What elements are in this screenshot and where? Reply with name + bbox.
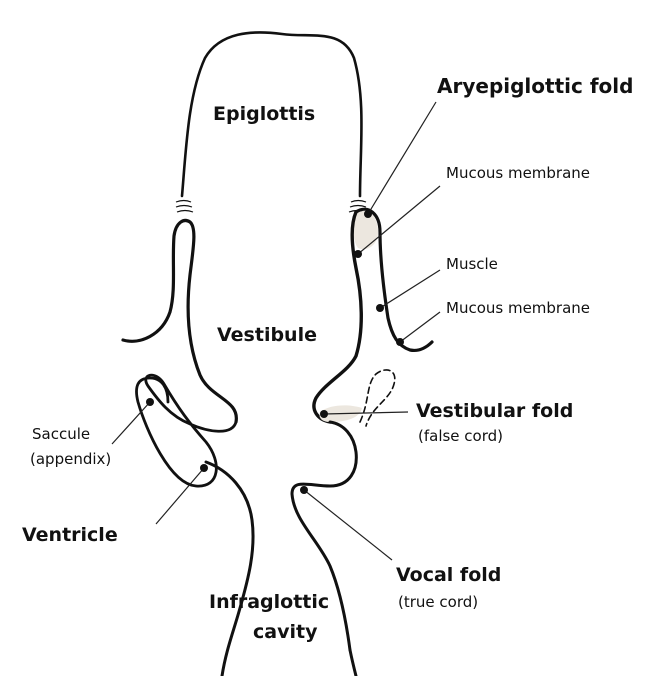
left-vocal-fold [204, 460, 255, 676]
right-aryepiglottic-fold-outer [354, 207, 434, 352]
leader-mucous-bottom [399, 311, 441, 343]
leader-dots [146, 210, 404, 494]
label-vestibular-fold: Vestibular fold [416, 400, 574, 422]
label-saccule: Saccule [32, 425, 91, 443]
leader-aryepiglottic [367, 101, 437, 215]
label-vocal-fold: Vocal fold [396, 564, 502, 586]
right-infraglottic-wall [348, 648, 358, 676]
label-mucous-membrane-bottom: Mucous membrane [446, 299, 591, 317]
label-epiglottis: Epiglottis [213, 103, 316, 125]
label-false-cord: (false cord) [418, 427, 504, 445]
leader-saccule [111, 401, 151, 445]
left-ventricle-outline [135, 373, 238, 488]
label-vestibule: Vestibule [217, 324, 317, 346]
epiglottis-outline [180, 31, 363, 198]
leader-vestibular-fold [323, 411, 409, 415]
label-muscle: Muscle [446, 255, 498, 273]
leader-mucous-top [357, 185, 441, 255]
label-aryepiglottic-fold: Aryepiglottic fold [437, 74, 634, 98]
label-true-cord: (true cord) [398, 593, 479, 611]
leader-vocal-fold [303, 489, 393, 561]
leader-lines [111, 101, 441, 561]
label-mucous-membrane-top: Mucous membrane [446, 164, 591, 182]
label-appendix: (appendix) [30, 450, 112, 468]
right-saccule-dashed [359, 369, 396, 427]
epiglottis-hatch-left [175, 199, 194, 213]
left-aryepiglottic-fold [121, 218, 238, 424]
leader-muscle [379, 269, 441, 309]
label-cavity: cavity [253, 621, 318, 643]
leader-ventricle [155, 467, 205, 525]
right-fold-shaded-region [353, 210, 378, 250]
right-ventricle-outline [290, 420, 358, 652]
right-aryepiglottic-fold-inner [312, 210, 363, 424]
label-infraglottic: Infraglottic [209, 591, 330, 613]
label-ventricle: Ventricle [22, 524, 118, 546]
